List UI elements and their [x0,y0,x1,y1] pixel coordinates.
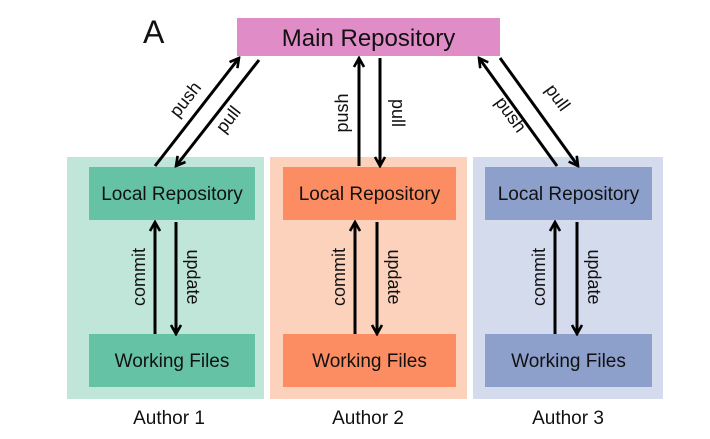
author-2-pull-label: pull [388,99,408,127]
author-3-update-label: update [584,249,604,304]
author-2-working-files-label: Working Files [312,351,427,372]
author-1-local-repository-label: Local Repository [101,184,243,205]
author-3-pull-arrow [498,57,578,166]
author-2-commit-label: commit [329,248,349,306]
author-3-local-repository-box [485,167,652,220]
author-3-working-files-box [485,334,652,387]
author-2-local-repository-box [283,167,456,220]
author-1-working-files-label: Working Files [115,351,230,372]
author-1-commit-label: commit [129,248,149,306]
author-1-pull-arrow [176,59,261,166]
author-3-commit-label: commit [529,248,549,306]
author-2-working-files-box [283,334,456,387]
author-3-local-repository-label: Local Repository [498,184,640,205]
panel-letter: A [143,14,165,50]
author-1-pull-label: pull [212,102,245,136]
author-1-push-label: push [165,78,205,121]
author-1-push-arrow [153,58,239,167]
author-2-local-repository-label: Local Repository [299,184,441,205]
author-1-local-repository-box [89,167,255,220]
author-3-pull-label: pull [542,80,575,114]
main-repository-box [237,18,500,56]
main-repository-label: Main Repository [282,25,455,52]
author-2-push-label: push [332,93,352,132]
author-3-push-label: push [491,93,530,136]
author-1-working-files-box [89,334,255,387]
author-2-update-label: update [384,249,404,304]
author-3-working-files-label: Working Files [511,351,626,372]
author-3-push-arrow [479,58,559,167]
author-1-update-label: update [183,249,203,304]
author-1-name: Author 1 [133,408,205,429]
author-3-name: Author 3 [532,408,604,429]
author-2-name: Author 2 [332,408,404,429]
